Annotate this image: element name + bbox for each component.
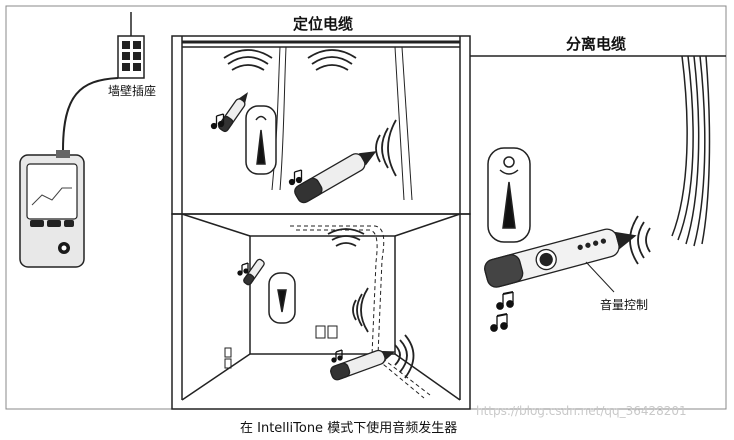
watermark-text: https://blog.csdn.net/qq_36428201: [476, 404, 687, 418]
room-structure: [171, 35, 471, 410]
figure-caption: 在 IntelliTone 模式下使用音频发生器: [240, 421, 458, 436]
diagram-frame: [5, 5, 727, 410]
tester-device-icon: [19, 150, 85, 268]
patch-cable: [62, 77, 119, 151]
locate-cable-title: 定位电缆: [293, 15, 354, 33]
wall-outlet-icon: [117, 12, 145, 79]
probe-icon: [218, 92, 637, 381]
signal-display-callout: [245, 105, 531, 324]
cable-bundle: [470, 55, 726, 247]
separate-cable-title: 分离电缆: [566, 35, 627, 53]
wall-outlet-label: 墙壁插座: [108, 84, 157, 98]
volume-leader-line: [585, 261, 615, 293]
music-note-icon: [210, 113, 514, 363]
tone-wave-icon: [223, 49, 651, 379]
volume-control-label: 音量控制: [600, 298, 649, 312]
